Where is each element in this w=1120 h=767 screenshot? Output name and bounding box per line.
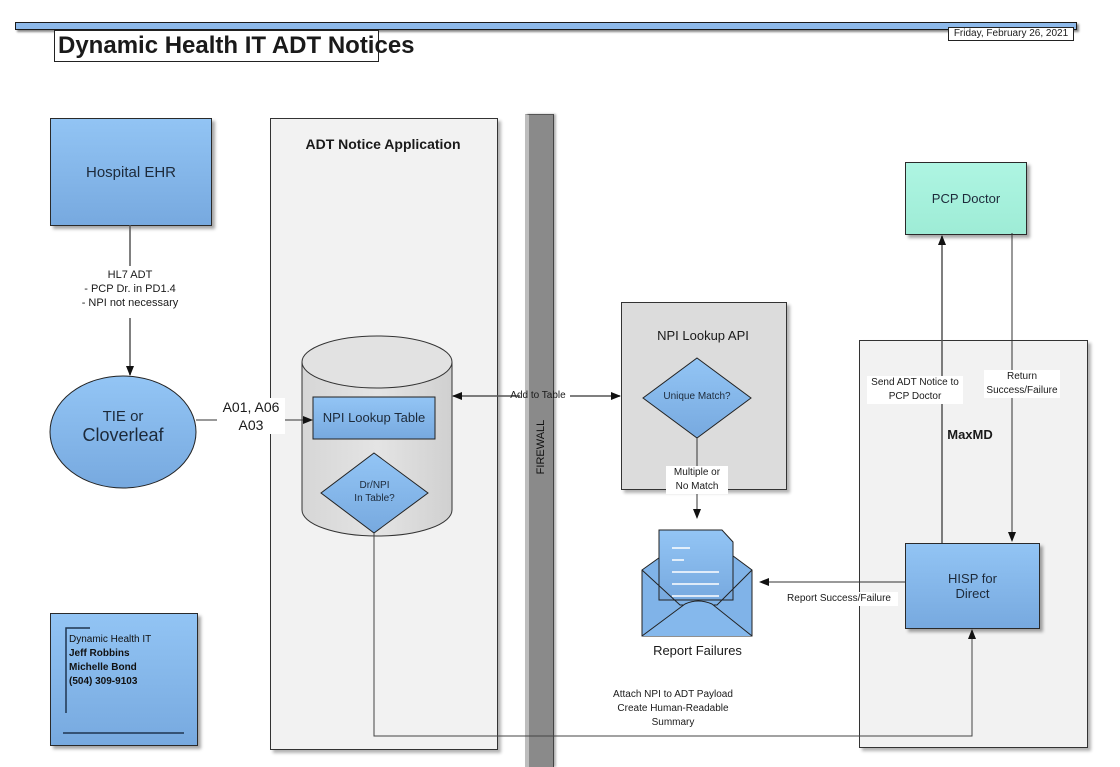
hisp-label-line1: HISP for <box>948 571 997 586</box>
attach-line3: Summary <box>651 717 695 728</box>
return-success-failure-label: Return Success/Failure <box>984 370 1060 398</box>
hisp-label-line2: Direct <box>955 586 990 601</box>
multiple-line2: No Match <box>675 481 719 492</box>
send-adt-line2: PCP Doctor <box>888 391 942 402</box>
hisp-for-direct-node: HISP for Direct <box>905 543 1040 629</box>
return-line1: Return <box>1006 371 1037 382</box>
send-adt-line1: Send ADT Notice to <box>871 377 959 388</box>
firewall-label: FIREWALL <box>535 419 547 475</box>
contact-card-text: Dynamic Health IT Jeff Robbins Michelle … <box>69 633 189 689</box>
hl7-line1: HL7 ADT <box>107 269 153 281</box>
tie-label-line1: TIE or <box>102 408 144 425</box>
npi-lookup-api-title: NPI Lookup API <box>657 328 749 343</box>
attach-npi-label: Attach NPI to ADT Payload Create Human-R… <box>598 688 748 730</box>
report-failures-envelope-icon <box>641 529 753 637</box>
multiple-line1: Multiple or <box>673 467 721 478</box>
npi-lookup-table-label: NPI Lookup Table <box>322 410 426 425</box>
dr-npi-line1: Dr/NPI <box>359 480 390 491</box>
contact-name-2: Michelle Bond <box>69 662 137 673</box>
a-codes-line2: A03 <box>238 417 264 433</box>
add-to-table-label: Add to Table <box>510 390 566 401</box>
contact-name-1: Jeff Robbins <box>69 648 130 659</box>
dr-npi-line2: In Table? <box>354 493 395 504</box>
return-line2: Success/Failure <box>986 385 1058 396</box>
contact-company: Dynamic Health IT <box>69 634 152 645</box>
pcp-doctor-label: PCP Doctor <box>931 191 1001 206</box>
hospital-ehr-label: Hospital EHR <box>85 163 177 181</box>
page-title: Dynamic Health IT ADT Notices <box>54 30 415 62</box>
pcp-doctor-node: PCP Doctor <box>905 162 1027 235</box>
dr-npi-label: Dr/NPI In Table? <box>321 479 428 505</box>
unique-match-label: Unique Match? <box>663 391 731 402</box>
multiple-no-match-label: Multiple or No Match <box>666 466 728 494</box>
a-codes-line1: A01, A06 <box>222 399 280 415</box>
date-stamp: Friday, February 26, 2021 <box>948 27 1074 41</box>
report-success-failure-label: Report Success/Failure <box>780 592 898 606</box>
tie-label: TIE or Cloverleaf <box>50 408 196 446</box>
tie-label-line2: Cloverleaf <box>82 425 164 445</box>
hl7-line2: - PCP Dr. in PD1.4 <box>84 283 176 295</box>
hl7-line3: - NPI not necessary <box>81 297 179 309</box>
adt-notice-application-container <box>270 118 498 750</box>
hl7-adt-label: HL7 ADT - PCP Dr. in PD1.4 - NPI not nec… <box>76 268 184 310</box>
contact-phone: (504) 309-9103 <box>69 676 138 687</box>
report-failures-label: Report Failures <box>653 643 742 658</box>
attach-line1: Attach NPI to ADT Payload <box>613 689 733 700</box>
attach-line2: Create Human-Readable <box>617 703 729 714</box>
adt-notice-application-title: ADT Notice Application <box>305 136 461 152</box>
header-bar <box>15 22 1077 30</box>
hospital-ehr-node: Hospital EHR <box>50 118 212 226</box>
send-adt-notice-label: Send ADT Notice to PCP Doctor <box>867 376 963 404</box>
maxmd-title: MaxMD <box>947 427 993 442</box>
a-codes-label: A01, A06 A03 <box>217 398 285 434</box>
